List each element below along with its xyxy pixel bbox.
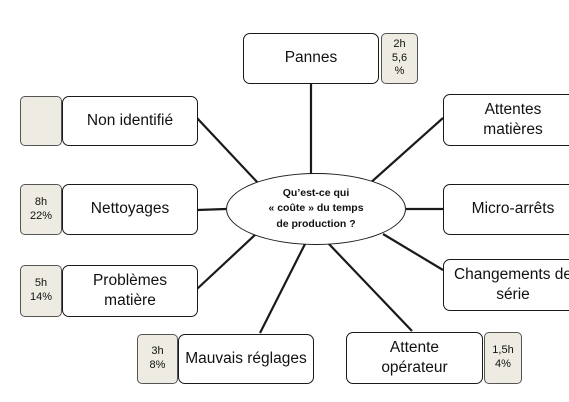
cause-box-nettoyages: Nettoyages xyxy=(62,184,198,235)
stat-line: 1,5h xyxy=(492,344,514,357)
stat-line: % xyxy=(394,65,405,78)
cause-box-attentes-matieres: Attentes matières xyxy=(443,94,569,146)
stat-box-mauvais-reglages: 3h 8% xyxy=(137,334,178,384)
cause-box-pannes: Pannes xyxy=(243,33,379,84)
stat-box-nettoyages: 8h 22% xyxy=(20,184,62,235)
stat-line: 8h xyxy=(34,195,48,208)
stat-box-problemes-matiere: 5h 14% xyxy=(20,265,62,317)
stat-line: 2h xyxy=(393,37,406,50)
stat-line: 5h xyxy=(34,277,48,290)
stat-line: 14% xyxy=(29,291,53,303)
cause-box-micro-arrets: Micro-arrêts xyxy=(443,184,569,235)
connector-changements-serie xyxy=(382,233,444,271)
stat-line: 3h xyxy=(151,345,164,358)
stat-box-attente-operateur: 1,5h 4% xyxy=(484,332,522,384)
central-question: Qu’est-ce qui « coûte » du temps de prod… xyxy=(226,173,406,245)
connector-attente-operateur xyxy=(327,242,413,332)
stat-line: 5,6 xyxy=(391,51,408,64)
cause-box-attente-operateur: Attente opérateur xyxy=(346,332,483,384)
cause-box-changements-serie: Changements de série xyxy=(443,259,569,311)
stat-line: 4% xyxy=(495,358,511,370)
cause-box-mauvais-reglages: Mauvais réglages xyxy=(178,334,314,384)
connector-attentes-matieres xyxy=(367,117,444,186)
stat-box-non-identifie xyxy=(20,96,62,146)
connector-problemes-matiere xyxy=(196,233,257,290)
connector-nettoyages xyxy=(196,207,227,212)
stat-line: 22% xyxy=(29,209,53,222)
cause-box-non-identifie: Non identifié xyxy=(62,96,198,146)
connector-mauvais-reglages xyxy=(259,243,306,334)
cause-box-problemes-matiere: Problèmes matière xyxy=(62,265,198,317)
stat-box-pannes: 2h 5,6 % xyxy=(381,33,418,84)
stat-line: 8% xyxy=(149,359,166,371)
connector-non-identifie xyxy=(196,117,259,184)
